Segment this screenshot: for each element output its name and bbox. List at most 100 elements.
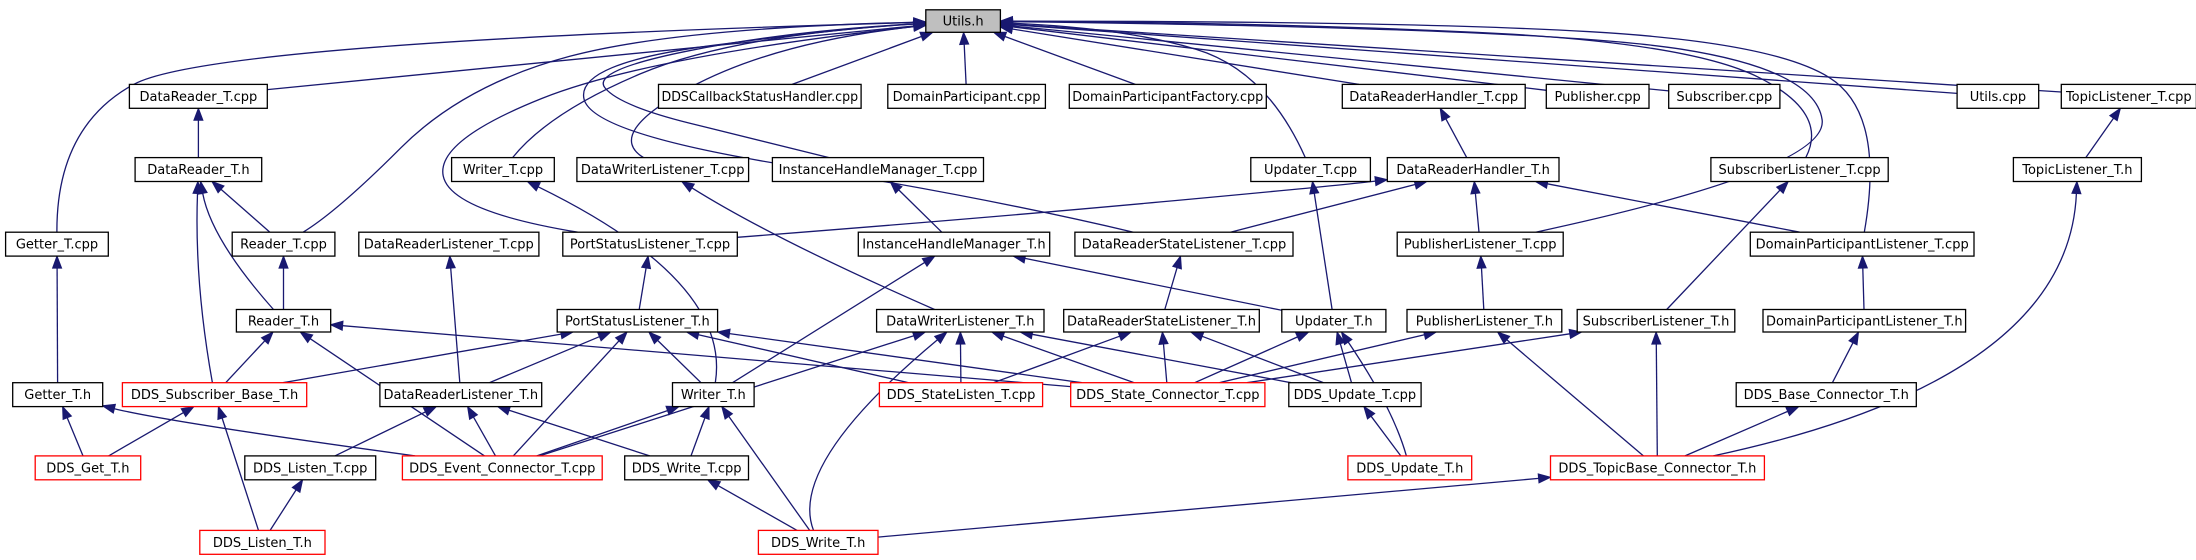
node-datawriterlistener-t-h[interactable]: DataWriterListener_T.h bbox=[875, 308, 1045, 333]
node-dds-write-t-h[interactable]: DDS_Write_T.h bbox=[757, 529, 879, 555]
node-datareaderlistener-t-h[interactable]: DataReaderListener_T.h bbox=[379, 382, 543, 408]
node-box bbox=[34, 455, 142, 481]
node-instancehandlemanager-t-cpp[interactable]: InstanceHandleManager_T.cpp bbox=[771, 156, 985, 183]
edge-line bbox=[220, 188, 271, 233]
edge-publisherlistener_t_cpp-to-datareaderhandler_t_h bbox=[1470, 180, 1481, 233]
node-instancehandlemanager-t-h[interactable]: InstanceHandleManager_T.h bbox=[857, 231, 1051, 257]
node-box bbox=[1956, 83, 2040, 109]
node-writer-t-cpp[interactable]: Writer_T.cpp bbox=[450, 156, 555, 183]
node-dds-topicbase-connector-t-h[interactable]: DDS_TopicBase_Connector_T.h bbox=[1549, 455, 1766, 481]
edge-line bbox=[717, 485, 798, 531]
node-dds-statelisten-t-cpp[interactable]: DDS_StateListen_T.cpp bbox=[878, 382, 1044, 408]
edge-arrowhead bbox=[422, 405, 438, 417]
edge-line bbox=[1012, 28, 1360, 86]
node-subscriberlistener-t-h[interactable]: SubscriberListener_T.h bbox=[1576, 308, 1736, 333]
node-label: Utils.cpp bbox=[1970, 90, 2026, 105]
node-dds-get-t-h[interactable]: DDS_Get_T.h bbox=[34, 455, 142, 481]
edge-line bbox=[1012, 24, 1958, 95]
node-publisher-cpp[interactable]: Publisher.cpp bbox=[1545, 83, 1650, 109]
edge-dds_update_t_h-to-dds_update_t_cpp bbox=[1363, 405, 1402, 457]
edge-line bbox=[728, 416, 811, 531]
edge-arrowhead bbox=[1848, 330, 1860, 346]
edge-dds_write_t_cpp-to-writer_t_h bbox=[690, 405, 710, 457]
edge-line bbox=[1666, 189, 1781, 310]
node-label: PortStatusListener_T.h bbox=[565, 314, 710, 329]
node-datareader-t-h[interactable]: DataReader_T.h bbox=[134, 156, 263, 183]
node-datawriterlistener-t-cpp[interactable]: DataWriterListener_T.cpp bbox=[576, 156, 750, 183]
node-datareaderstatelistener-t-cpp[interactable]: DataReaderStateListener_T.cpp bbox=[1074, 231, 1294, 257]
edge-arrowhead bbox=[1117, 331, 1133, 342]
edge-arrowhead bbox=[2108, 107, 2122, 122]
node-datareaderhandler-t-h[interactable]: DataReaderHandler_T.h bbox=[1386, 156, 1560, 183]
edge-arrowhead bbox=[992, 31, 1008, 42]
node-box bbox=[878, 382, 1044, 408]
node-portstatuslistener-t-h[interactable]: PortStatusListener_T.h bbox=[556, 308, 719, 333]
edge-domainparticipantlistener_t_cpp-to-utils_h bbox=[998, 15, 1871, 233]
node-dds-update-t-cpp[interactable]: DDS_Update_T.cpp bbox=[1288, 382, 1422, 408]
node-topiclistener-t-h[interactable]: TopicListener_T.h bbox=[2012, 156, 2143, 183]
node-box bbox=[2012, 156, 2143, 183]
edge-dds_event_connector_t_cpp-to-getter_t_h bbox=[101, 403, 416, 457]
node-dds-update-t-h[interactable]: DDS_Update_T.h bbox=[1347, 455, 1473, 481]
node-datareaderhandler-t-cpp[interactable]: DataReaderHandler_T.cpp bbox=[1341, 83, 1526, 109]
node-domainparticipantfactory-cpp[interactable]: DomainParticipantFactory.cpp bbox=[1068, 83, 1267, 109]
node-subscriber-cpp[interactable]: Subscriber.cpp bbox=[1668, 83, 1781, 109]
node-datareaderlistener-t-cpp[interactable]: DataReaderListener_T.cpp bbox=[358, 231, 540, 257]
node-publisherlistener-t-h[interactable]: PublisherListener_T.h bbox=[1406, 308, 1563, 333]
node-dds-listen-t-h[interactable]: DDS_Listen_T.h bbox=[199, 529, 326, 555]
node-utils-cpp[interactable]: Utils.cpp bbox=[1956, 83, 2040, 109]
node-utils-h[interactable]: Utils.h bbox=[925, 9, 1002, 33]
node-box bbox=[1396, 231, 1564, 257]
edge-line bbox=[56, 268, 59, 383]
node-domainparticipantlistener-t-cpp[interactable]: DomainParticipantListener_T.cpp bbox=[1749, 231, 1975, 257]
node-datareader-t-cpp[interactable]: DataReader_T.cpp bbox=[128, 83, 268, 109]
node-label: Writer_T.cpp bbox=[463, 163, 543, 178]
node-label: DataReaderHandler_T.cpp bbox=[1349, 90, 1518, 105]
node-dds-event-connector-t-cpp[interactable]: DDS_Event_Connector_T.cpp bbox=[401, 455, 603, 481]
node-label: DataReader_T.cpp bbox=[140, 90, 258, 105]
node-dds-listen-t-cpp[interactable]: DDS_Listen_T.cpp bbox=[244, 455, 377, 481]
node-publisherlistener-t-cpp[interactable]: PublisherListener_T.cpp bbox=[1396, 231, 1564, 257]
edge-arrowhead bbox=[1294, 331, 1310, 342]
node-box bbox=[134, 156, 263, 183]
node-dds-base-connector-t-h[interactable]: DDS_Base_Connector_T.h bbox=[1735, 382, 1917, 408]
node-domainparticipantlistener-t-h[interactable]: DomainParticipantListener_T.h bbox=[1762, 308, 1967, 333]
node-label: DomainParticipantFactory.cpp bbox=[1072, 90, 1263, 105]
edge-dds_update_t_cpp-to-datareaderstatelistener_t_h bbox=[1189, 331, 1324, 384]
node-writer-t-h[interactable]: Writer_T.h bbox=[671, 382, 755, 408]
edge-arrowhead bbox=[911, 330, 927, 341]
edge-arrowhead bbox=[466, 405, 479, 421]
node-updater-t-cpp[interactable]: Updater_T.cpp bbox=[1250, 156, 1372, 183]
edge-dds_base_connector_t_h-to-domainparticipantlistener_t_h bbox=[1831, 330, 1860, 383]
node-reader-t-cpp[interactable]: Reader_T.cpp bbox=[231, 231, 336, 257]
edge-updater_t_h-to-updater_t_cpp bbox=[1309, 180, 1333, 310]
edge-writer_t_h-to-instancehandlemanager_t_h bbox=[732, 255, 937, 384]
node-domainparticipant-cpp[interactable]: DomainParticipant.cpp bbox=[887, 83, 1047, 109]
edge-datareaderlistener_t_h-to-datareaderlistener_t_cpp bbox=[445, 254, 461, 383]
node-topiclistener-t-cpp[interactable]: TopicListener_T.cpp bbox=[2060, 83, 2196, 109]
edge-domainparticipantlistener_t_cpp-to-datareaderhandler_t_h bbox=[1534, 178, 1800, 233]
edge-dds_subscriber_base_t_h-to-portstatuslistener_t_h bbox=[282, 329, 575, 384]
node-subscriberlistener-t-cpp[interactable]: SubscriberListener_T.cpp bbox=[1710, 156, 1889, 183]
node-updater-t-h[interactable]: Updater_T.h bbox=[1281, 308, 1387, 333]
node-label: SubscriberListener_T.cpp bbox=[1718, 163, 1880, 178]
node-dds-write-t-cpp[interactable]: DDS_Write_T.cpp bbox=[624, 455, 750, 481]
node-getter-t-h[interactable]: Getter_T.h bbox=[12, 382, 104, 408]
node-getter-t-cpp[interactable]: Getter_T.cpp bbox=[4, 231, 109, 257]
node-label: DDS_Listen_T.cpp bbox=[253, 461, 367, 476]
node-box bbox=[556, 308, 719, 333]
node-reader-t-h[interactable]: Reader_T.h bbox=[235, 308, 332, 333]
node-dds-state-connector-t-cpp[interactable]: DDS_State_Connector_T.cpp bbox=[1070, 382, 1266, 408]
edge-arrowhead bbox=[1189, 331, 1205, 342]
node-datareaderstatelistener-t-h[interactable]: DataReaderStateListener_T.h bbox=[1063, 308, 1260, 333]
edge-line bbox=[877, 477, 1539, 538]
node-dds-subscriber-base-t-h[interactable]: DDS_Subscriber_Base_T.h bbox=[121, 382, 308, 408]
edge-arrowhead bbox=[1158, 330, 1169, 345]
node-label: DomainParticipant.cpp bbox=[893, 90, 1041, 105]
node-portstatuslistener-t-cpp[interactable]: PortStatusListener_T.cpp bbox=[562, 231, 738, 257]
edge-line bbox=[1032, 333, 1292, 384]
edge-line bbox=[282, 333, 562, 384]
node-label: DataWriterListener_T.cpp bbox=[581, 163, 745, 178]
node-dds-callback[interactable]: DDSCallbackStatusHandler.cpp bbox=[657, 83, 862, 109]
